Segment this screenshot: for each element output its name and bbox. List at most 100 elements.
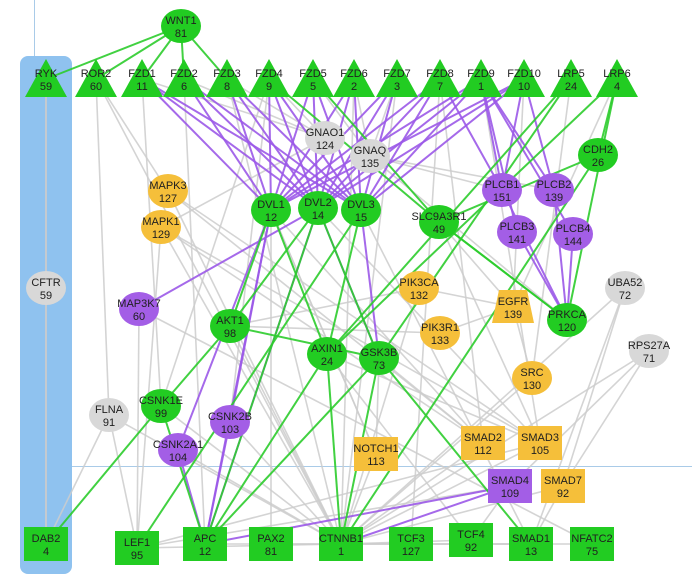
node-value: 124 [316,140,334,152]
node-value: 24 [565,81,577,93]
node-shape [319,527,363,561]
node-value: 127 [402,546,420,558]
edge-csnk1e-ctnnb1 [160,405,342,545]
node-value: 10 [518,81,530,93]
node-shape [503,59,545,97]
node-value: 103 [221,424,239,436]
node-shape [141,389,181,423]
node-value: 109 [501,488,519,500]
node-value: 1 [478,81,484,93]
edge-gsk3b-apc [204,357,380,545]
node-label: SRC [520,367,543,379]
node-label: FZD5 [299,68,327,80]
node-shape [333,59,375,97]
edge-mapk1-smad2 [160,226,484,444]
node-shape [399,271,439,305]
node-shape [163,59,205,97]
edge-ror2-mapk3 [95,78,169,192]
node-shape [206,59,248,97]
edge-fzd2-dvl2 [183,78,319,209]
node-shape [550,59,592,97]
node-label: NOTCH1 [353,443,398,455]
node-label: SMAD3 [521,432,559,444]
edge-csnk2b-apc [204,421,231,545]
node-label: ROR2 [81,68,112,80]
node-value: 15 [355,212,367,224]
node-label: DVL1 [257,199,285,211]
node-value: 8 [224,81,230,93]
node-shape [541,469,585,503]
node-shape [482,173,522,207]
edge-axin1-apc [204,353,328,545]
node-shape [547,303,587,337]
edge-dvl1-notch1 [270,209,377,455]
node-shape [307,337,347,371]
edge-smad2-ctnnb1 [340,442,484,545]
node-value: 133 [431,335,449,347]
node-label: PLCB4 [556,223,591,235]
node-value: 60 [90,81,102,93]
node-shape [161,9,201,43]
node-shape [596,59,638,97]
